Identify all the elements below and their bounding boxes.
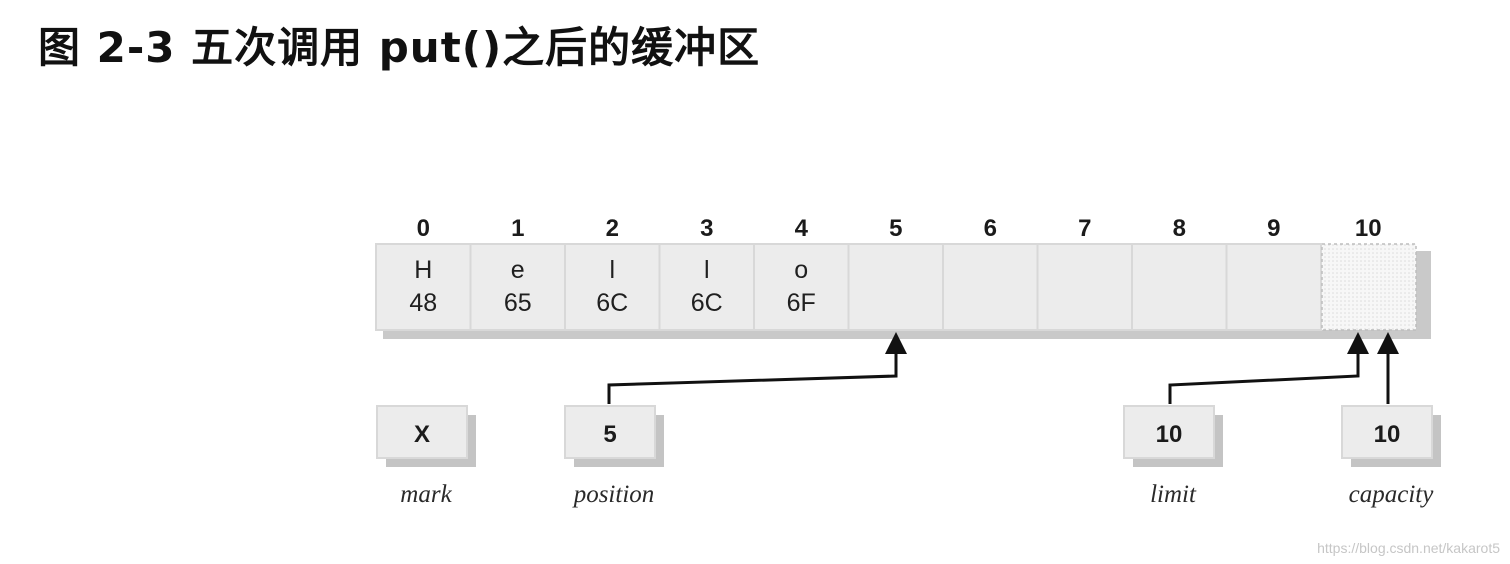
cell-hex: 6C bbox=[596, 289, 628, 317]
buffer-cells: H 48 e 65 l 6C l 6C o 6F bbox=[375, 243, 1431, 339]
index-label: 10 bbox=[1355, 215, 1382, 242]
cell-char: o bbox=[794, 256, 808, 284]
cell-char: l bbox=[609, 256, 615, 284]
cell-hex: 6F bbox=[787, 289, 816, 317]
mark-label: mark bbox=[400, 481, 452, 508]
position-box bbox=[564, 405, 656, 459]
position-arrow-line bbox=[607, 352, 898, 404]
buffer-cell bbox=[469, 243, 566, 331]
limit-marker: 10 limit bbox=[1123, 405, 1223, 508]
buffer-cell bbox=[753, 243, 850, 331]
capacity-marker: 10 capacity bbox=[1341, 405, 1441, 508]
index-label: 5 bbox=[889, 215, 902, 242]
capacity-value: 10 bbox=[1374, 421, 1401, 448]
buffer-cell bbox=[847, 243, 944, 331]
position-arrow-head bbox=[885, 332, 907, 354]
capacity-label: capacity bbox=[1349, 481, 1435, 508]
watermark: https://blog.csdn.net/kakarot5 bbox=[1317, 540, 1500, 556]
limit-arrow-head bbox=[1347, 332, 1369, 354]
cell-char: H bbox=[414, 256, 432, 284]
index-label: 7 bbox=[1078, 215, 1091, 242]
phantom-cell bbox=[1321, 243, 1417, 331]
buffer-cell bbox=[1036, 243, 1133, 331]
index-label: 6 bbox=[984, 215, 997, 242]
buffer-cell bbox=[1131, 243, 1228, 331]
limit-value: 10 bbox=[1156, 421, 1183, 448]
capacity-box bbox=[1341, 405, 1433, 459]
capacity-arrow-head bbox=[1377, 332, 1399, 354]
index-label: 9 bbox=[1267, 215, 1280, 242]
buffer-cell bbox=[564, 243, 661, 331]
cell-char: e bbox=[511, 256, 525, 284]
index-row: 0 1 2 3 4 5 6 7 8 9 10 bbox=[417, 215, 1382, 242]
index-label: 1 bbox=[511, 215, 524, 242]
buffer-cell bbox=[658, 243, 755, 331]
index-label: 4 bbox=[795, 215, 809, 242]
mark-value: X bbox=[414, 421, 430, 448]
position-marker: 5 position bbox=[564, 405, 664, 508]
cell-char: l bbox=[704, 256, 710, 284]
buffer-cell bbox=[942, 243, 1039, 331]
figure-caption: 图 2-3 五次调用 put()之后的缓冲区 bbox=[38, 23, 761, 72]
cell-hex: 65 bbox=[504, 289, 532, 317]
index-label: 8 bbox=[1173, 215, 1186, 242]
arrow-heads bbox=[885, 332, 1399, 354]
mark-box bbox=[376, 405, 468, 459]
cell-hex: 48 bbox=[409, 289, 437, 317]
index-label: 2 bbox=[606, 215, 619, 242]
index-label: 0 bbox=[417, 215, 430, 242]
limit-label: limit bbox=[1150, 481, 1197, 508]
buffer-cell bbox=[1225, 243, 1322, 331]
cell-hex: 6C bbox=[691, 289, 723, 317]
pointer-arrows bbox=[607, 352, 1390, 404]
limit-box bbox=[1123, 405, 1215, 459]
position-label: position bbox=[572, 481, 655, 508]
limit-arrow-line bbox=[1168, 352, 1360, 404]
index-label: 3 bbox=[700, 215, 713, 242]
position-value: 5 bbox=[603, 421, 616, 448]
